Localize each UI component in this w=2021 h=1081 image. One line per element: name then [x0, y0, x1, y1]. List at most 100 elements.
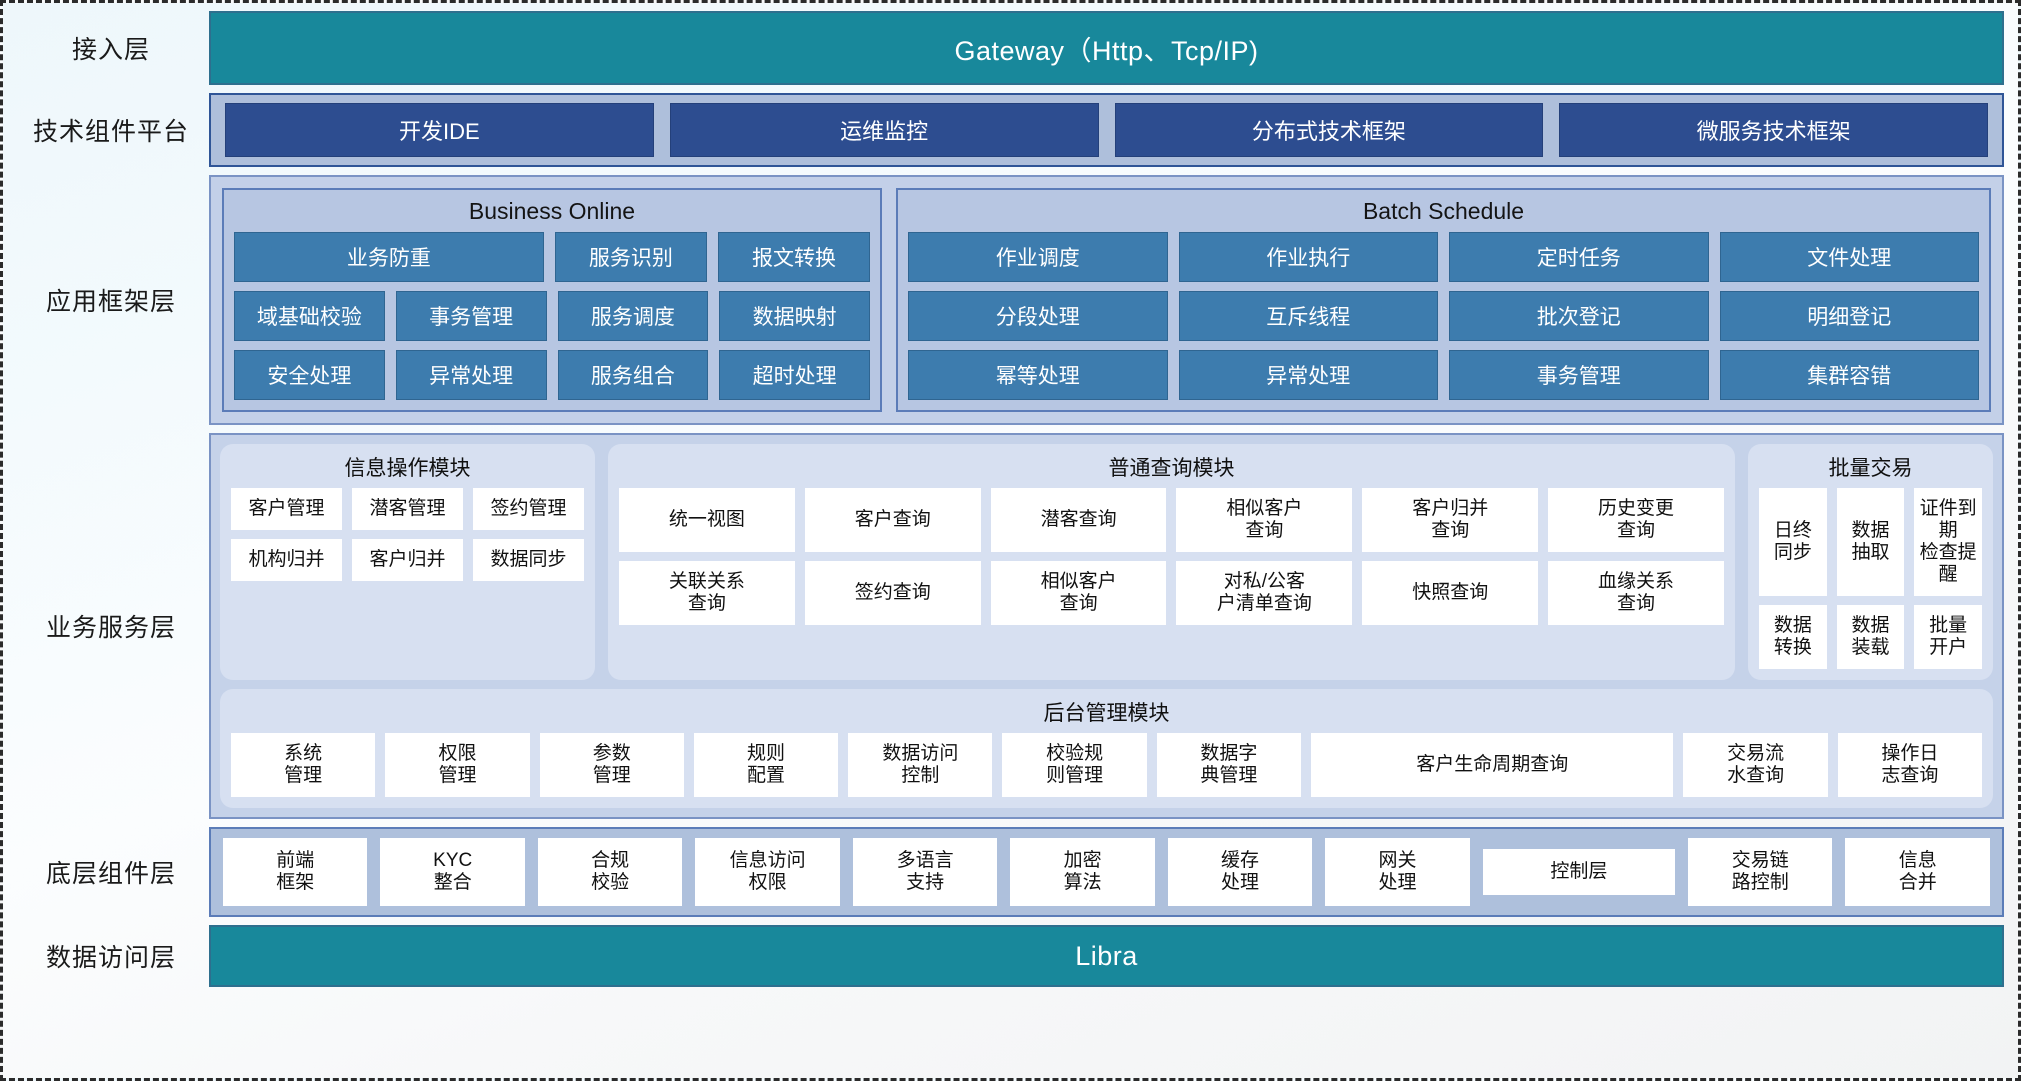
- item-transaction-link-control[interactable]: 交易链路控制: [1688, 838, 1833, 907]
- item-customer-merge[interactable]: 客户归并: [352, 539, 463, 582]
- cell-cluster-fault-tolerance[interactable]: 集群容错: [1719, 350, 1979, 400]
- item-cache-processing[interactable]: 缓存处理: [1167, 838, 1313, 907]
- group-business-online: Business Online 业务防重 服务识别 报文转换 域基础校验 事务管…: [222, 188, 882, 412]
- item-history-change-query[interactable]: 历史变更查询: [1548, 488, 1724, 553]
- item-frontend-framework[interactable]: 前端框架: [223, 838, 368, 907]
- group-title-business-online: Business Online: [468, 198, 636, 224]
- item-private-corporate-list-query[interactable]: 对私/公客户清单查询: [1176, 561, 1353, 626]
- item-similar-customer-query-1[interactable]: 相似客户查询: [1176, 488, 1353, 553]
- spacer: [13, 917, 2004, 925]
- item-relationship-query[interactable]: 关联关系查询: [619, 561, 795, 626]
- item-contract-query[interactable]: 签约查询: [804, 561, 981, 626]
- item-parameter-management[interactable]: 参数管理: [539, 733, 684, 798]
- application-framework-container: Business Online 业务防重 服务识别 报文转换 域基础校验 事务管…: [209, 175, 2004, 425]
- tech-chip-microservice-framework[interactable]: 微服务技术框架: [1559, 103, 1988, 157]
- item-customer-management[interactable]: 客户管理: [231, 488, 342, 531]
- layer-access: 接入层 Gateway（Http、Tcp/IP): [13, 11, 2004, 85]
- cell-service-composition[interactable]: 服务组合: [557, 350, 709, 400]
- layer-label-data-access: 数据访问层: [45, 944, 176, 973]
- item-snapshot-query[interactable]: 快照查询: [1362, 561, 1539, 626]
- item-eod-sync[interactable]: 日终同步: [1759, 488, 1827, 597]
- item-validation-rule-management[interactable]: 校验规则管理: [1002, 733, 1147, 798]
- module-batch-transaction: 批量交易 日终同步 数据抽取 证件到期检查提醒 数据转换 数据装载 批量开户: [1748, 444, 1993, 681]
- item-contract-management[interactable]: 签约管理: [473, 488, 584, 531]
- spacer: [13, 85, 2004, 93]
- layer-data-access: 数据访问层 Libra: [13, 925, 2004, 988]
- module-row: 日终同步 数据抽取 证件到期检查提醒: [1759, 488, 1983, 597]
- item-similar-customer-query-2[interactable]: 相似客户查询: [990, 561, 1167, 626]
- cell-job-execution[interactable]: 作业执行: [1178, 232, 1438, 282]
- gateway-bar[interactable]: Gateway（Http、Tcp/IP): [209, 11, 2004, 85]
- layer-label-application-framework: 应用框架层: [45, 288, 176, 316]
- tech-chip-ops-monitoring[interactable]: 运维监控: [669, 103, 1099, 157]
- item-batch-account-opening[interactable]: 批量开户: [1914, 605, 1983, 670]
- item-data-transform[interactable]: 数据转换: [1759, 605, 1827, 670]
- layer-label-business-service: 业务服务层: [45, 614, 176, 643]
- framework-row: 作业调度 作业执行 定时任务 文件处理: [908, 232, 1979, 282]
- cell-batch-registration[interactable]: 批次登记: [1449, 291, 1709, 341]
- cell-timed-task[interactable]: 定时任务: [1449, 232, 1709, 282]
- module-row: 关联关系查询 签约查询 相似客户查询 对私/公客户清单查询 快照查询 血缘关系查…: [619, 561, 1724, 626]
- cell-exception-handling-batch[interactable]: 异常处理: [1178, 350, 1438, 400]
- module-backend-admin: 后台管理模块 系统管理 权限管理 参数管理 规则配置 数据访问控制 校验规则管理…: [220, 689, 1993, 809]
- item-gateway-processing[interactable]: 网关处理: [1325, 838, 1470, 907]
- item-control-layer[interactable]: 控制层: [1482, 849, 1675, 896]
- tech-chip-dev-ide[interactable]: 开发IDE: [225, 103, 654, 157]
- item-data-extract[interactable]: 数据抽取: [1836, 488, 1905, 597]
- cell-file-processing[interactable]: 文件处理: [1719, 232, 1979, 282]
- cell-security-processing[interactable]: 安全处理: [234, 350, 385, 400]
- item-rule-configuration[interactable]: 规则配置: [693, 733, 839, 798]
- item-prospect-management[interactable]: 潜客管理: [352, 488, 463, 531]
- cell-domain-basic-validation[interactable]: 域基础校验: [234, 291, 385, 341]
- module-row: 机构归并 客户归并 数据同步: [231, 539, 584, 582]
- item-data-load[interactable]: 数据装载: [1836, 605, 1905, 670]
- cell-timeout-handling[interactable]: 超时处理: [719, 350, 870, 400]
- item-unified-view[interactable]: 统一视图: [619, 488, 795, 553]
- item-data-sync[interactable]: 数据同步: [473, 539, 584, 582]
- cell-service-identify[interactable]: 服务识别: [554, 232, 707, 282]
- item-data-dictionary-management[interactable]: 数据字典管理: [1156, 733, 1302, 798]
- item-encryption-algorithm[interactable]: 加密算法: [1010, 838, 1155, 907]
- item-data-access-control[interactable]: 数据访问控制: [848, 733, 993, 798]
- cell-service-scheduling[interactable]: 服务调度: [557, 291, 709, 341]
- item-system-management[interactable]: 系统管理: [231, 733, 376, 798]
- item-permission-management[interactable]: 权限管理: [385, 733, 530, 798]
- cell-data-mapping[interactable]: 数据映射: [719, 291, 870, 341]
- item-multilanguage-support[interactable]: 多语言支持: [852, 838, 998, 907]
- cell-exception-handling[interactable]: 异常处理: [395, 350, 547, 400]
- item-org-merge[interactable]: 机构归并: [231, 539, 342, 582]
- libra-bar[interactable]: Libra: [209, 925, 2004, 988]
- cell-segment-processing[interactable]: 分段处理: [908, 291, 1168, 341]
- item-document-expiry-reminder[interactable]: 证件到期检查提醒: [1914, 488, 1983, 597]
- cell-idempotent-processing[interactable]: 幂等处理: [908, 350, 1168, 400]
- layer-application-framework: 应用框架层 Business Online 业务防重 服务识别 报文转换 域基础…: [13, 175, 2004, 425]
- item-transaction-flow-query[interactable]: 交易流水查询: [1683, 733, 1828, 798]
- cell-detail-registration[interactable]: 明细登记: [1719, 291, 1979, 341]
- item-customer-merge-query[interactable]: 客户归并查询: [1362, 488, 1539, 553]
- item-customer-query[interactable]: 客户查询: [804, 488, 981, 553]
- cell-job-scheduling[interactable]: 作业调度: [908, 232, 1168, 282]
- module-title-batch-transaction: 批量交易: [1828, 457, 1913, 480]
- item-lineage-query[interactable]: 血缘关系查询: [1548, 561, 1724, 626]
- cell-mutex-thread[interactable]: 互斥线程: [1178, 291, 1438, 341]
- tech-chip-distributed-framework[interactable]: 分布式技术框架: [1114, 103, 1544, 157]
- business-modules-row: 信息操作模块 客户管理 潜客管理 签约管理 机构归并 客户归并 数据同步: [220, 444, 1993, 681]
- cell-message-transform[interactable]: 报文转换: [717, 232, 870, 282]
- layer-label-tech-platform: 技术组件平台: [32, 118, 189, 146]
- item-operation-log-query[interactable]: 操作日志查询: [1837, 733, 1983, 798]
- module-common-query: 普通查询模块 统一视图 客户查询 潜客查询 相似客户查询 客户归并查询 历史变更…: [608, 444, 1735, 681]
- spacer: [13, 819, 2004, 827]
- item-compliance-validation[interactable]: 合规校验: [537, 838, 683, 907]
- item-info-access-permission[interactable]: 信息访问权限: [695, 838, 840, 907]
- framework-row: 域基础校验 事务管理 服务调度 数据映射: [234, 291, 870, 341]
- cell-transaction-management[interactable]: 事务管理: [395, 291, 547, 341]
- framework-row: 安全处理 异常处理 服务组合 超时处理: [234, 350, 870, 400]
- cell-business-dedup[interactable]: 业务防重: [234, 232, 544, 282]
- item-prospect-query[interactable]: 潜客查询: [990, 488, 1167, 553]
- cell-transaction-management-batch[interactable]: 事务管理: [1449, 350, 1709, 400]
- item-info-merge[interactable]: 信息合并: [1845, 838, 1990, 907]
- layer-label-foundation-component: 底层组件层: [45, 860, 176, 889]
- item-customer-lifecycle-query[interactable]: 客户生命周期查询: [1311, 733, 1674, 798]
